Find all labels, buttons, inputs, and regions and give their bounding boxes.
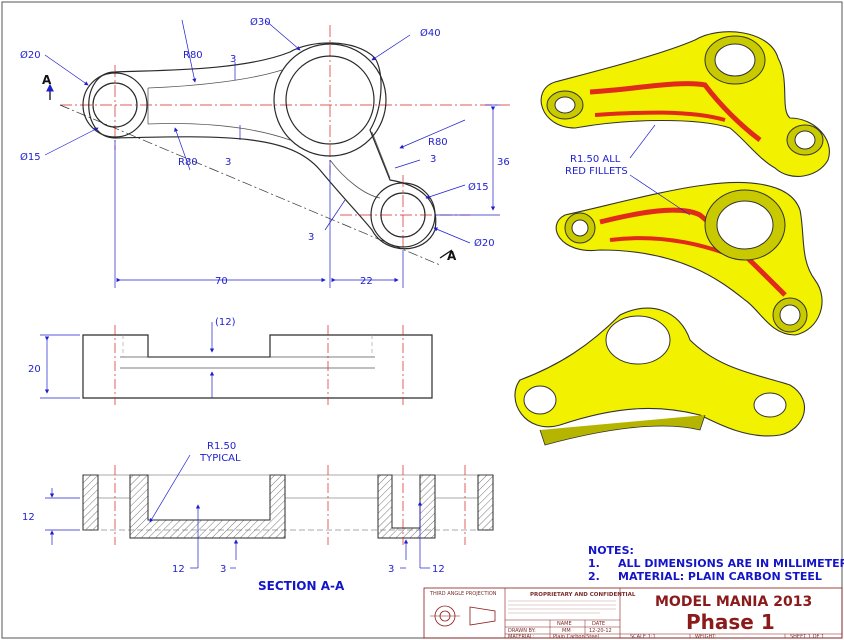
projection-symbol — [430, 605, 496, 627]
dim-height-36: 36 — [497, 157, 510, 168]
drawn-by: MM — [562, 628, 571, 634]
fillet-callout: R1.50 ALL RED FILLETS — [565, 124, 691, 216]
dim-web-3a: 3 — [230, 54, 236, 65]
top-view: A A Ø20 — [20, 16, 510, 288]
section-letter-left: A — [42, 73, 52, 87]
note-1: ALL DIMENSIONS ARE IN MILLIMETERS — [618, 557, 844, 570]
dim-ref-12: (12) — [215, 317, 236, 328]
iso-callout-line2: RED FILLETS — [565, 166, 628, 177]
dim-section-height-12: 12 — [22, 512, 35, 523]
material-value: Plain Carbon Steel — [553, 634, 599, 640]
dim-r80-left: R80 — [178, 157, 198, 168]
dim-width-22: 22 — [360, 276, 373, 287]
scale: SCALE 1:1 — [630, 634, 656, 640]
iso-view-bottom — [514, 307, 806, 446]
iso-callout-line1: R1.50 ALL — [570, 154, 621, 165]
col-date: DATE — [592, 621, 605, 627]
side-view: 20 (12) — [28, 317, 433, 405]
section-view: R1.50 TYPICAL 12 12 3 3 12 SECTION A-A — [22, 441, 494, 593]
dim-height-20: 20 — [28, 364, 41, 375]
sheet-number: SHEET 1 OF 1 — [790, 634, 824, 640]
section-title: SECTION A-A — [258, 579, 345, 593]
notes: NOTES: 1. ALL DIMENSIONS ARE IN MILLIMET… — [588, 544, 844, 583]
confidential-title: PROPRIETARY AND CONFIDENTIAL — [530, 592, 636, 598]
material-label: MATERIAL: — [508, 634, 535, 640]
weight: WEIGHT: — [695, 634, 717, 640]
dim-width-70: 70 — [215, 276, 228, 287]
dim-fillet-r150: R1.50 — [207, 441, 236, 452]
iso-view-middle — [555, 181, 823, 336]
dim-d20-left: Ø20 — [20, 49, 41, 61]
dim-d40: Ø40 — [420, 27, 441, 39]
dim-r80-right: R80 — [428, 137, 448, 148]
note-2-number: 2. — [588, 570, 600, 583]
dim-web-3b: 3 — [225, 157, 231, 168]
dim-d30: Ø30 — [250, 16, 271, 28]
projection-label: THIRD ANGLE PROJECTION — [429, 591, 497, 597]
notes-header: NOTES: — [588, 544, 634, 557]
drawn-date: 12-20-12 — [589, 628, 612, 634]
dim-bottom-3-right: 3 — [388, 564, 394, 575]
dim-web-3d: 3 — [308, 232, 314, 243]
drawing-subtitle: Phase 1 — [686, 610, 775, 634]
drawn-by-label: DRAWN BY: — [508, 628, 536, 634]
dim-d15-left: Ø15 — [20, 151, 41, 163]
dim-fillet-typical: TYPICAL — [199, 453, 241, 464]
section-letter-right: A — [447, 249, 457, 263]
note-2: MATERIAL: PLAIN CARBON STEEL — [618, 570, 822, 583]
dim-web-3c: 3 — [430, 154, 436, 165]
drawing-title: MODEL MANIA 2013 — [655, 594, 812, 610]
iso-view-top — [540, 31, 830, 177]
dim-d20-right: Ø20 — [474, 237, 495, 249]
note-1-number: 1. — [588, 557, 600, 570]
dim-r80-top: R80 — [183, 50, 203, 61]
dim-bottom-3-left: 3 — [220, 564, 226, 575]
dim-d15-right: Ø15 — [468, 181, 489, 193]
col-name: NAME — [557, 621, 572, 627]
title-block: THIRD ANGLE PROJECTION PROPRIETARY AND C… — [423, 587, 843, 640]
dim-bottom-12-left: 12 — [172, 564, 185, 575]
dim-bottom-12-right: 12 — [432, 564, 445, 575]
